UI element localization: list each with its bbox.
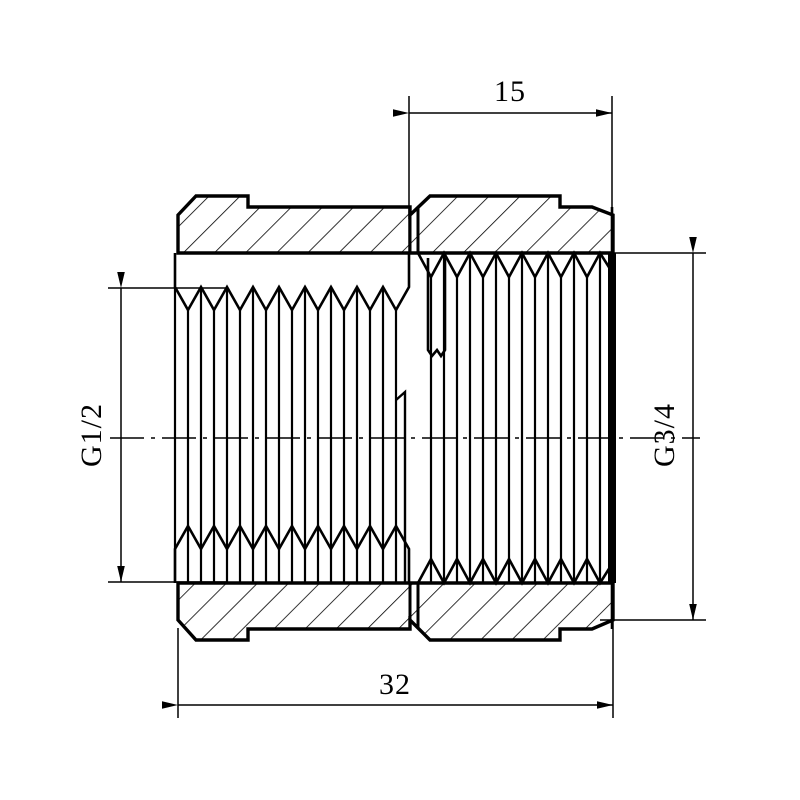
dimension-label-15: 15: [494, 75, 526, 108]
part-section-body: [176, 194, 615, 642]
left-thread-runout: [395, 389, 407, 583]
right-thread-flanks: [429, 253, 602, 583]
left-thread-g12: [173, 253, 411, 583]
dimension-left-thread: [108, 272, 228, 583]
dimension-right-thread: [600, 237, 706, 621]
left-thread-upper-flanks: [173, 287, 398, 583]
dimension-label-g12: G1/2: [75, 403, 108, 467]
right-thread-g34: [416, 207, 616, 629]
bore-step-detail: [395, 207, 420, 629]
dimension-top-length: [393, 96, 613, 260]
dimension-label-32: 32: [379, 668, 411, 701]
right-thread-lower-crest: [416, 556, 614, 629]
body-lower-wall: [176, 581, 615, 642]
dimension-overall-length: [162, 612, 614, 718]
relief-groove-notch: [426, 258, 447, 359]
dimension-label-g34: G3/4: [648, 403, 681, 467]
body-upper-wall: [176, 194, 615, 255]
right-thread-upper-crest: [416, 207, 614, 280]
